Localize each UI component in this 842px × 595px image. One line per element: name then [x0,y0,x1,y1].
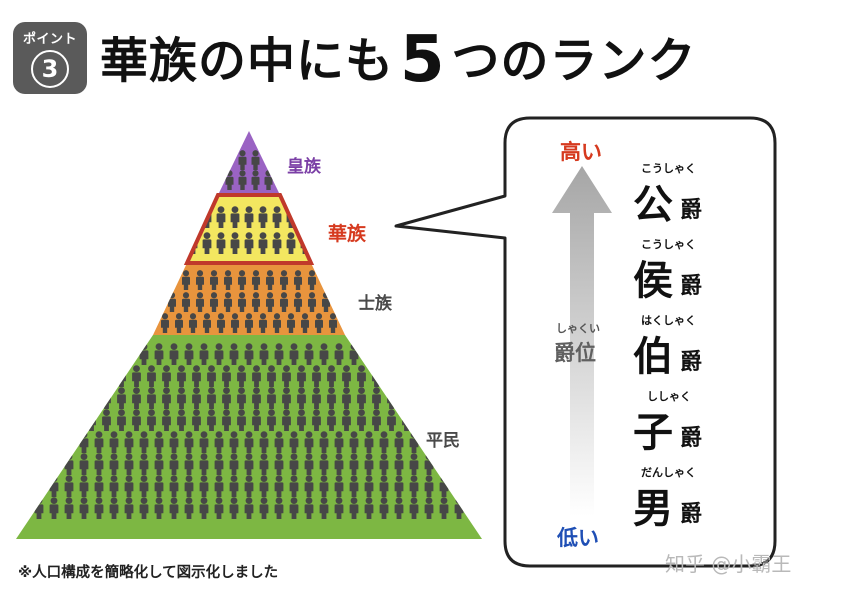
rank-suffix: 爵 [680,426,703,451]
badge-number: 3 [31,50,69,88]
person-figure [343,313,345,333]
axis-ruby: しゃくい [556,322,600,335]
badge-label: ポイント [22,32,77,47]
low-label: 低い [557,526,599,550]
rank-ruby: こうしゃく [641,238,696,251]
person-figure [124,343,134,365]
person-figure [168,270,176,290]
rank-char: 公 [633,182,673,228]
person-figure [154,292,162,312]
axis-label: 爵位 [554,341,596,365]
footnote: ※人口構成を簡略化して図示化しました [18,565,279,581]
rank-suffix: 爵 [680,274,703,299]
title-part1: 華族の中にも [100,33,395,89]
rank-arrow [552,166,612,516]
point-badge: ポイント 3 [13,22,87,94]
kazoku-highlight-outline [183,193,315,265]
high-label: 高い [560,140,602,164]
tier-label-heimin: 平民 [426,431,460,451]
rank-suffix: 爵 [680,350,703,375]
title-part2: つのランク [451,33,697,89]
tier-label-imperial: 皇族 [287,157,321,177]
person-figure [364,343,374,365]
rank-suffix: 爵 [680,198,703,223]
person-figure [322,270,330,290]
rank-char: 伯 [633,334,673,380]
person-figure [336,292,344,312]
rank-suffix: 爵 [680,502,703,527]
tier-label-kazoku: 華族 [328,223,367,245]
title-number: 5 [400,23,446,97]
rank-ruby: こうしゃく [641,162,696,175]
person-figure [153,313,155,333]
tier-imperial [218,131,280,195]
rank-char: 男 [633,486,673,532]
watermark: 知乎 @小霸王 [665,552,792,576]
rank-char: 子 [633,410,673,456]
tier-label-shizoku: 士族 [358,294,392,314]
rank-ruby: はくしゃく [641,314,696,327]
rank-char: 侯 [633,258,673,304]
rank-ruby: だんしゃく [641,466,696,479]
rank-ruby: ししゃく [647,390,691,403]
